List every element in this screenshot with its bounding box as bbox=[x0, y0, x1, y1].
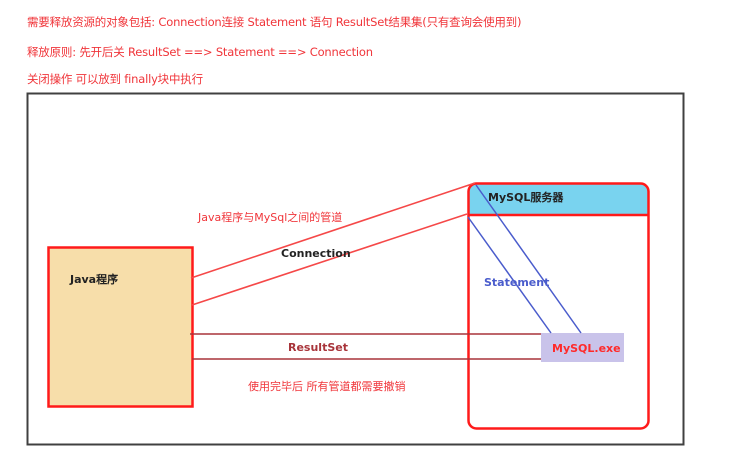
mysql-server-header bbox=[468, 183, 649, 215]
note-release-order: 释放原则: 先开后关 ResultSet ==> Statement ==> C… bbox=[27, 45, 373, 59]
java-program-label: Java程序 bbox=[69, 272, 118, 286]
statement-line-right bbox=[475, 184, 582, 334]
mysql-exe-label: MySQL.exe bbox=[552, 342, 621, 355]
mysql-server-box bbox=[467, 182, 650, 430]
statement-label: Statement bbox=[484, 276, 549, 289]
connection-line-top bbox=[190, 182, 476, 279]
note-resources-to-release: 需要释放资源的对象包括: Connection连接 Statement 语句 R… bbox=[27, 15, 522, 29]
mysql-server-label: MySQL服务器 bbox=[488, 190, 564, 204]
pipe-label: Java程序与MySql之间的管道 bbox=[197, 210, 342, 224]
cleanup-note: 使用完毕后 所有管道都需要撤销 bbox=[248, 379, 406, 393]
mysql-exe-box bbox=[541, 333, 624, 362]
resultset-label: ResultSet bbox=[288, 341, 348, 354]
note-finally-block: 关闭操作 可以放到 finally块中执行 bbox=[27, 72, 203, 86]
java-program-box bbox=[47, 246, 194, 408]
connection-line-bottom bbox=[191, 213, 468, 306]
statement-line-left bbox=[467, 216, 552, 334]
connection-label: Connection bbox=[281, 247, 351, 260]
